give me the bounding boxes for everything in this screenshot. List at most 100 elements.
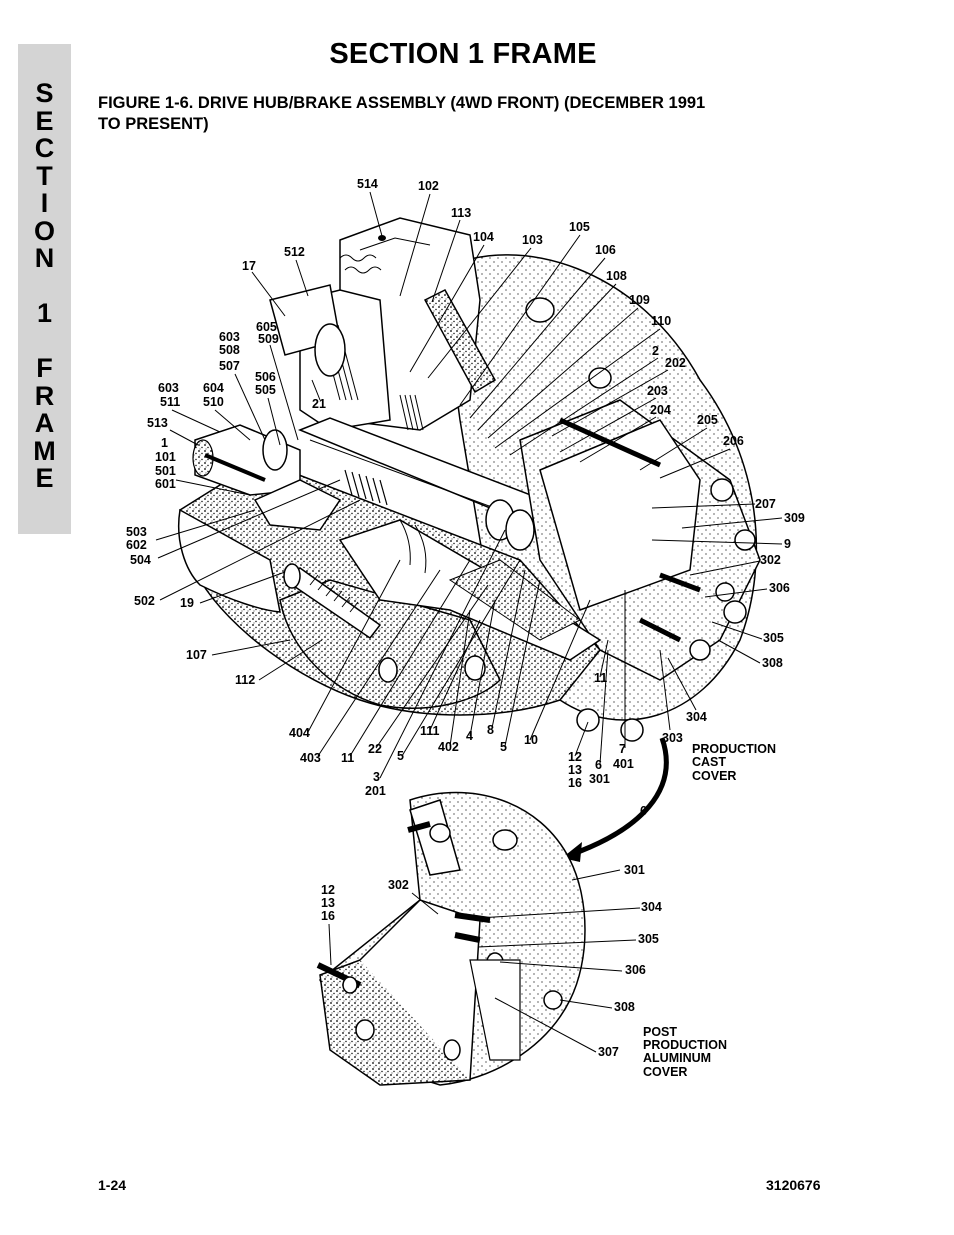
callout-2: 2 [652,344,659,358]
alum-cover-line4: COVER [643,1065,687,1079]
callout-205: 205 [697,413,718,427]
side-tab-letter: A [34,408,55,438]
cast-cover-line1: PRODUCTION [692,742,776,756]
callout-403: 403 [300,751,321,765]
callout-604: 604 [203,381,224,395]
callout-101: 101 [155,450,176,464]
callout-507: 507 [219,359,240,373]
callout-204: 204 [650,403,671,417]
callout-19: 19 [180,596,194,610]
lower-callout-302: 302 [388,878,409,892]
callout-301: 301 [589,772,610,786]
callout-306: 306 [769,581,790,595]
callout-404: 404 [289,726,310,740]
callout-17: 17 [242,259,256,273]
upper-leader-lines [155,191,783,779]
callout-502: 502 [134,594,155,608]
callout-7: 7 [619,742,626,756]
callout-303: 303 [662,731,683,745]
callout-110: 110 [651,314,671,328]
callout-102: 102 [418,179,439,193]
lower-callout-306: 306 [625,963,646,977]
callout-4: 4 [466,729,473,743]
callout-605: 605 [256,320,277,334]
callout-106: 106 [595,243,616,257]
figure-title-line2: TO PRESENT) [98,115,209,133]
callout-506: 506 [255,370,276,384]
callout-304: 304 [686,710,707,724]
callout-201: 201 [365,784,386,798]
callout-203: 203 [647,384,668,398]
upper-callouts: 514 102 113 104 103 105 106 108 109 110 … [126,177,805,798]
callout-104: 104 [473,230,494,244]
side-tab-letter: F [36,353,53,383]
document-number: 3120676 [766,1177,821,1193]
callout-505: 505 [255,383,276,397]
callout-109: 109 [629,293,650,307]
callout-207: 207 [755,497,776,511]
lower-callout-13: 13 [321,896,335,910]
cast-cover-line2: CAST [692,755,726,769]
callout-302: 302 [760,553,781,567]
callout-512: 512 [284,245,305,259]
callout-8: 8 [487,723,494,737]
callout-113: 113 [451,206,471,220]
post-production-aluminum-cover-label: POST PRODUCTION ALUMINUM COVER [643,1025,727,1079]
callout-504: 504 [130,553,151,567]
side-tab-letter: C [34,133,55,163]
lower-leader-lines [328,869,641,1053]
callout-503: 503 [126,525,147,539]
callout-5-left: 5 [397,749,404,763]
callout-16: 16 [568,776,582,790]
callout-10: 10 [524,733,538,747]
callout-501: 501 [155,464,176,478]
upper-assembly-illustration [177,217,761,742]
side-tab-letter: N [34,243,55,273]
side-tab-letter: I [40,188,49,218]
side-tab-letter: O [33,215,55,246]
callout-603-upper: 603 [219,330,240,344]
alum-cover-line1: POST [643,1025,677,1039]
callout-13: 13 [568,763,582,777]
arrow-label-6: 6 [640,804,647,818]
alum-cover-line3: ALUMINUM [643,1051,711,1065]
callout-5-right: 5 [500,740,507,754]
side-tab-letter: R [34,380,55,411]
lower-callout-301: 301 [624,863,645,877]
figure-title: FIGURE 1-6. DRIVE HUB/BRAKE ASSEMBLY (4W… [98,93,838,135]
callout-105: 105 [569,220,590,234]
side-tab-letter: M [33,435,56,466]
lower-callout-16: 16 [321,909,335,923]
callout-308: 308 [762,656,783,670]
callout-401: 401 [613,757,634,771]
section-title: SECTION 1 FRAME [329,38,597,70]
callout-11-right: 11 [594,671,607,685]
callout-513: 513 [147,416,168,430]
callout-309: 309 [784,511,805,525]
lower-callouts: 12 13 16 302 301 304 305 306 308 307 [321,863,662,1059]
production-cast-cover-label: PRODUCTION CAST COVER [692,742,776,783]
callout-305: 305 [763,631,784,645]
callout-6: 6 [595,758,602,772]
callout-508: 508 [219,343,240,357]
lower-callout-304: 304 [641,900,662,914]
callout-9: 9 [784,537,791,551]
side-tab-letter: T [36,160,53,191]
callout-202: 202 [665,356,686,370]
callout-402: 402 [438,740,459,754]
alum-cover-line2: PRODUCTION [643,1038,727,1052]
cast-cover-line3: COVER [692,769,736,783]
callout-601: 601 [155,477,176,491]
lower-callout-308: 308 [614,1000,635,1014]
lower-callout-307: 307 [598,1045,619,1059]
callout-3: 3 [373,770,380,784]
callout-112: 112 [235,673,255,687]
callout-510: 510 [203,395,224,409]
side-tab-letter: E [35,105,54,136]
side-tab-letter: S [35,78,54,108]
callout-509: 509 [258,332,279,346]
callout-511: 511 [160,395,180,409]
lower-callout-305: 305 [638,932,659,946]
callout-21: 21 [312,397,326,411]
